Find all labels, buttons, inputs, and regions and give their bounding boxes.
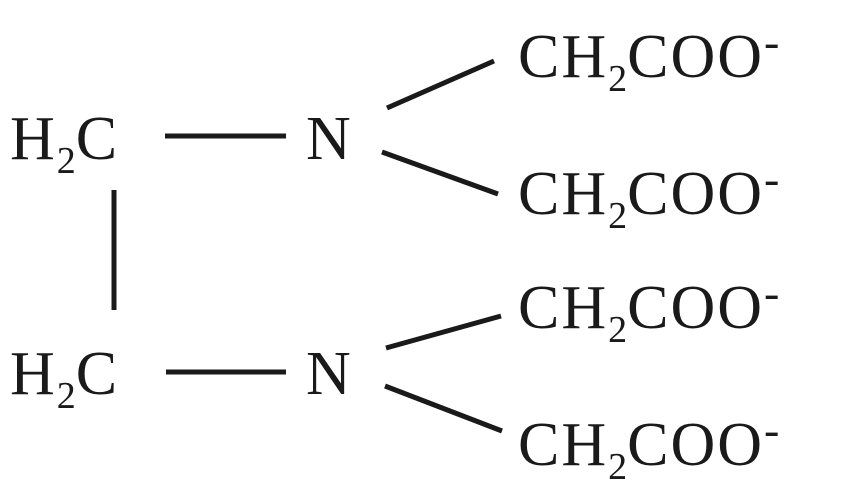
ch-label: CH — [518, 274, 609, 342]
carboxymethyl-arm-3: CH2COO- — [518, 270, 779, 350]
coo-label: COO — [627, 274, 765, 342]
nitrogen-bottom: N — [306, 340, 353, 408]
subscript: 2 — [56, 375, 76, 417]
hydrogen-label: H — [10, 340, 57, 408]
bond-n2-arm3 — [385, 313, 502, 351]
coo-label: COO — [627, 411, 765, 479]
bond-n1-arm1 — [385, 58, 496, 111]
subscript: 2 — [608, 309, 628, 351]
coo-label: COO — [627, 23, 765, 91]
ch-label: CH — [518, 411, 609, 479]
negative-charge: - — [764, 153, 780, 204]
ch-label: CH — [518, 160, 609, 228]
subscript: 2 — [608, 195, 628, 237]
negative-charge: - — [764, 16, 780, 67]
bond-n1-arm2 — [381, 149, 499, 197]
carbon-label: C — [75, 105, 120, 173]
carboxymethyl-arm-4: CH2COO- — [518, 407, 779, 487]
negative-charge: - — [764, 267, 780, 318]
ch-label: CH — [518, 23, 609, 91]
subscript: 2 — [56, 140, 76, 182]
carboxymethyl-arm-2: CH2COO- — [518, 156, 779, 236]
methylene-top: H2C — [10, 105, 120, 180]
bond-n2-arm4 — [384, 383, 503, 434]
methylene-bottom: H2C — [10, 340, 120, 415]
nitrogen-top: N — [306, 105, 353, 173]
subscript: 2 — [608, 58, 628, 100]
negative-charge: - — [764, 404, 780, 455]
carboxymethyl-arm-1: CH2COO- — [518, 19, 779, 99]
subscript: 2 — [608, 446, 628, 488]
carbon-label: C — [75, 340, 120, 408]
hydrogen-label: H — [10, 105, 57, 173]
coo-label: COO — [627, 160, 765, 228]
